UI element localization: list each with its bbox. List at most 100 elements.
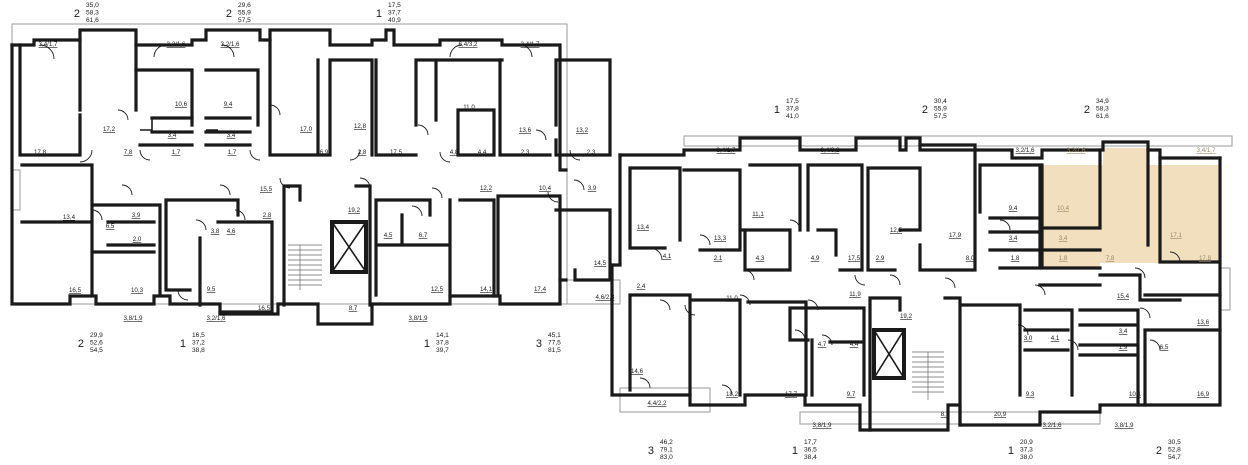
room-area-label: 6,5	[1160, 344, 1169, 351]
room-area-label: 2,0	[133, 236, 142, 243]
room-area-label: 4,1	[663, 253, 672, 260]
room-area-label: 13,6	[519, 127, 532, 134]
apartment-summary-a2[interactable]: 229,655,957,5	[226, 2, 251, 24]
room-area-label: 11,1	[752, 211, 764, 218]
room-area-label: 3,9	[588, 185, 597, 192]
apartment-summary-a6[interactable]: 234,958,361,6	[1084, 98, 1109, 120]
apartment-area-value: 14,1	[436, 332, 449, 339]
room-area-label: 14,6	[631, 368, 644, 375]
room-area-label: 4,9	[811, 255, 820, 262]
apartment-summary-a9[interactable]: 114,137,839,7	[424, 332, 449, 354]
room-area-label: 3,9	[132, 212, 141, 219]
apartment-room-count: 1	[180, 338, 186, 350]
apartment-area-value: 61,6	[86, 17, 99, 24]
room-area-label: 13,3	[714, 235, 727, 242]
room-area-label: 17,5	[848, 255, 861, 262]
room-area-label: 19,2	[900, 313, 913, 320]
apartment-area-value: 57,5	[238, 17, 251, 24]
apartment-summary-a10[interactable]: 345,177,581,5	[536, 332, 561, 354]
room-area-label: 15,5	[260, 186, 273, 193]
room-area-label: 3,2/1,6	[1016, 147, 1035, 154]
apartment-area-value: 20,9	[1020, 439, 1033, 446]
room-area-label: 2,4	[637, 283, 646, 290]
apartment-area-value: 30,4	[934, 98, 947, 105]
room-area-label: 6,9	[320, 149, 329, 156]
apartment-area-value: 37,8	[436, 340, 449, 347]
room-area-label: 4,6	[227, 228, 236, 235]
room-area-label: 4,4	[478, 149, 487, 156]
room-area-label: 14,1	[480, 286, 493, 293]
apartment-area-value: 34,9	[1096, 98, 1109, 105]
room-area-label: 3,4/1,7	[1197, 147, 1216, 154]
apartment-area-value: 36,5	[804, 447, 817, 454]
apartment-area-value: 35,0	[86, 2, 99, 9]
room-area-label: 3,8/1,9	[409, 315, 428, 322]
doors	[39, 44, 1181, 396]
room-area-label: 3,4/1,7	[39, 41, 58, 48]
apartment-summary-a14[interactable]: 230,552,854,7	[1156, 439, 1181, 461]
room-area-label: 3,4	[1009, 235, 1018, 242]
room-area-label: 10,3	[131, 287, 144, 294]
room-area-label: 7,8	[124, 149, 133, 156]
apartment-area-value: 37,2	[192, 340, 205, 347]
apartment-area-value: 37,8	[786, 106, 799, 113]
room-area-label: 20,9	[994, 411, 1007, 418]
room-area-label: 14,5	[594, 260, 607, 267]
room-area-label: 17,9	[949, 232, 962, 239]
room-area-label: 6,5	[106, 223, 115, 230]
room-area-label: 18,2	[726, 391, 739, 398]
room-area-label: 9,4	[224, 101, 233, 108]
room-area-label: 17,2	[103, 126, 116, 133]
apartment-area-value: 16,5	[192, 332, 205, 339]
apartment-room-count: 1	[376, 8, 382, 20]
room-area-label: 3,2/1,6	[207, 315, 226, 322]
apartment-room-count: 1	[792, 445, 798, 457]
room-area-label: 4,5	[384, 232, 393, 239]
room-area-label: 3,2/1,6	[1043, 422, 1062, 429]
apartment-summary-a1[interactable]: 235,058,361,6	[74, 2, 99, 24]
apartment-summary-a3[interactable]: 117,537,740,9	[376, 2, 401, 24]
apartment-room-count: 2	[1156, 445, 1162, 457]
room-area-label: 4,4/2,2	[648, 400, 667, 407]
room-area-label: 11,0	[726, 295, 738, 302]
room-area-label: 17,7	[785, 391, 798, 398]
room-area-label: 4,6/2,3	[596, 294, 615, 301]
apartment-summary-a12[interactable]: 117,736,538,4	[792, 439, 817, 461]
room-area-label: 4,1	[1051, 335, 1060, 342]
apartment-summary-a8[interactable]: 1 16,537,238,8	[180, 332, 205, 354]
apartment-area-value: 46,2	[660, 439, 673, 446]
apartment-summary-a7[interactable]: 229,952,654,5	[78, 332, 103, 354]
apartment-summary-a5[interactable]: 230,455,957,5	[922, 98, 947, 120]
apartment-area-value: 81,5	[548, 347, 561, 354]
apartment-summary-a13[interactable]: 120,937,338,0	[1008, 439, 1033, 461]
apartment-area-value: 38,8	[192, 347, 205, 354]
room-area-label: 8,0	[966, 255, 975, 262]
room-area-label: 6,4/3,2	[459, 41, 478, 48]
room-area-label: 10,1	[1129, 391, 1142, 398]
room-area-label: 3,8/1,9	[813, 422, 832, 429]
apartment-area-value: 52,6	[90, 340, 103, 347]
room-area-label: 6,4/3,2	[821, 147, 840, 154]
apartment-area-value: 58,3	[1096, 106, 1109, 113]
apartment-summary-a11[interactable]: 346,279,183,0	[648, 439, 673, 461]
apartment-room-count: 3	[648, 445, 654, 457]
apartment-summary-a4[interactable]: 117,537,841,0	[774, 98, 799, 120]
room-area-label: 13,4	[63, 214, 76, 221]
room-area-label: 2,8	[263, 212, 272, 219]
room-area-label: 12,5	[890, 227, 903, 234]
room-area-label: 9,5	[207, 286, 216, 293]
apartment-area-value: 54,5	[90, 347, 103, 354]
room-area-label: 3,4	[227, 132, 236, 139]
room-area-label: 3,0	[1024, 335, 1033, 342]
room-area-label: 12,5	[431, 286, 444, 293]
room-area-label: 13,2	[576, 127, 589, 134]
room-area-label: 10,4	[539, 185, 552, 192]
room-area-label: 3,8	[211, 228, 220, 235]
room-area-label: 9,3	[1026, 391, 1035, 398]
apartment-room-count: 3	[536, 338, 542, 350]
apartment-area-value: 45,1	[548, 332, 561, 339]
apartment-area-value: 83,0	[660, 454, 673, 461]
highlighted-apartment[interactable]	[1042, 148, 1218, 268]
